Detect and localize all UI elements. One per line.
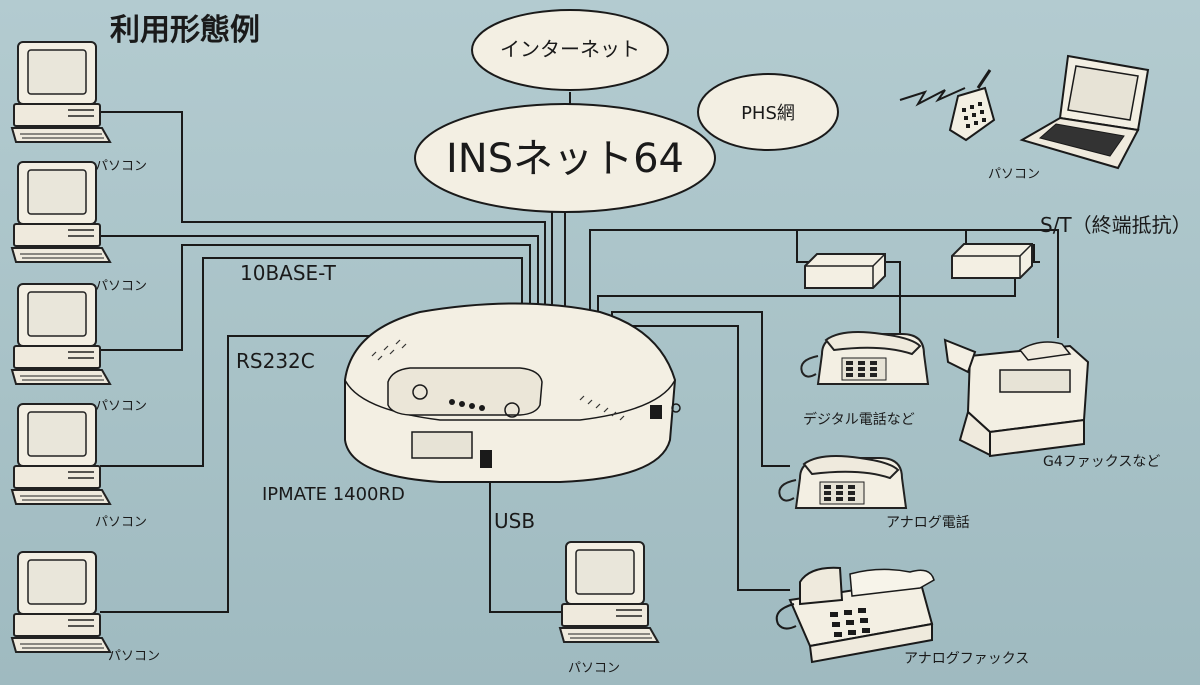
laptop: [1019, 54, 1150, 170]
phs-cloud: [697, 73, 839, 151]
ipmate-device: [344, 302, 681, 483]
digital-phone-label: デジタル電話など: [803, 411, 915, 428]
internet-cloud: [471, 9, 669, 91]
digital-phone: [800, 331, 929, 385]
analog-fax: [775, 566, 935, 664]
ins-cloud: [414, 103, 716, 213]
phs-label: PHS網: [741, 103, 795, 124]
port-rs232c-label: RS232C: [236, 349, 315, 373]
analog-fax-label: アナログファックス: [904, 651, 1029, 667]
terminator-box-1: [804, 253, 886, 289]
laptop-label: パソコン: [988, 167, 1040, 182]
pc-usb: パソコン: [559, 541, 659, 676]
analog-phone-label: アナログ電話: [886, 514, 970, 531]
phs-handset: [948, 69, 996, 142]
port-10base-label: 10BASE-T: [240, 261, 337, 285]
pc-left-5-label: パソコン: [108, 649, 160, 664]
pc-usb-label: パソコン: [568, 661, 620, 676]
pc-left-3: パソコン: [11, 283, 147, 414]
ins-label: INSネット64: [446, 136, 684, 182]
device-name-label: IPMATE 1400RD: [262, 484, 405, 505]
pc-left-4-label: パソコン: [95, 515, 147, 530]
pc-left-1: パソコン: [11, 41, 147, 174]
terminator-box-2: [951, 243, 1033, 279]
pc-left-2-label: パソコン: [95, 279, 147, 294]
analog-phone: [778, 455, 907, 509]
g4-fax-label: G4ファックスなど: [1043, 454, 1160, 470]
pc-left-5: パソコン: [11, 551, 160, 664]
port-usb-label: USB: [494, 509, 535, 533]
pc-left-3-label: パソコン: [95, 399, 147, 414]
pc-left-1-label: パソコン: [95, 159, 147, 174]
pc-left-2: パソコン: [11, 161, 147, 294]
internet-label: インターネット: [500, 37, 640, 61]
g4-fax: [943, 338, 1090, 458]
diagram-title: 利用形態例: [110, 13, 260, 48]
terminator-label: S/T（終端抵抗）: [1040, 213, 1192, 237]
pc-left-4: パソコン: [11, 403, 147, 530]
